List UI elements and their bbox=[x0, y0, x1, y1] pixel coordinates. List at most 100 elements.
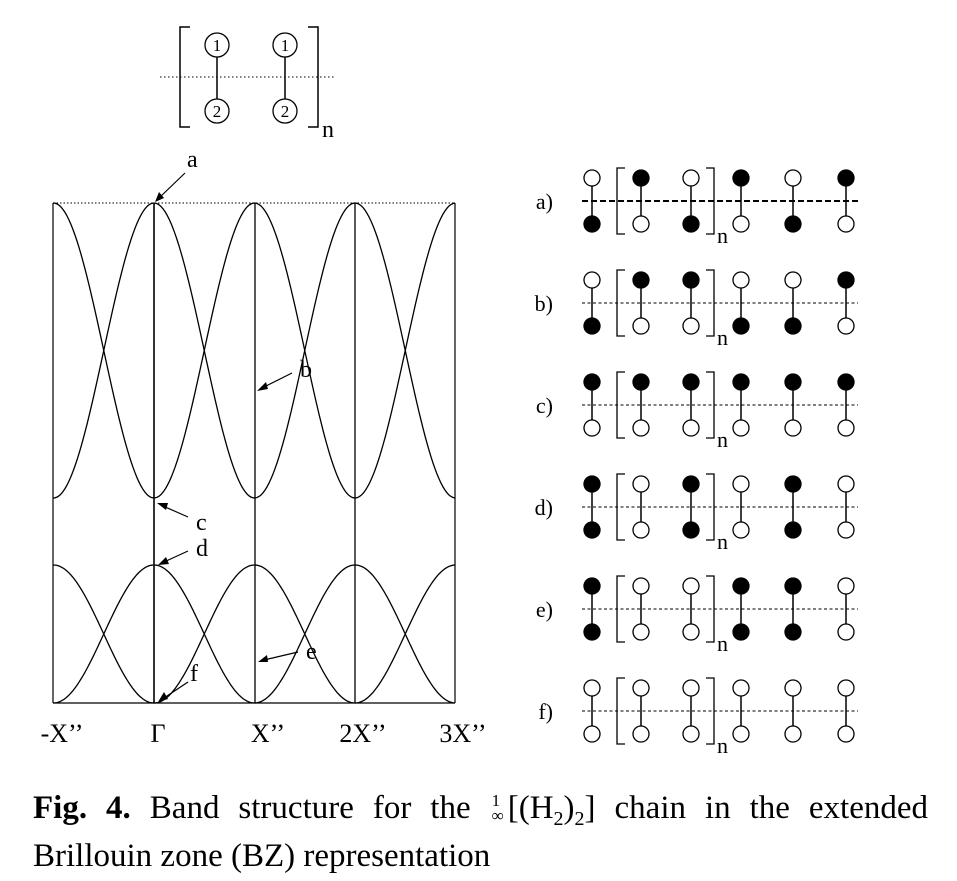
unit-cell-left-bracket bbox=[179, 26, 190, 128]
point-d-annotation: d bbox=[158, 536, 208, 565]
orbital-left-bracket bbox=[616, 473, 625, 541]
filled-orbital-lobe bbox=[583, 521, 601, 539]
filled-orbital-lobe bbox=[682, 271, 700, 289]
figure-canvas: 1 2 1 2 n -X’’ Γ X’’ 2X’’ 3X’’ a bbox=[41, 26, 858, 758]
orbital-subscript-n: n bbox=[717, 223, 728, 248]
orbital-left-bracket bbox=[616, 677, 625, 745]
open-orbital-lobe bbox=[632, 317, 650, 335]
orbital-row-label-a: a) bbox=[536, 189, 553, 214]
unit-cell-label-1-left: 1 bbox=[213, 36, 222, 55]
caption-formula-open: [(H bbox=[507, 790, 554, 826]
orbital-row-d: d) n bbox=[535, 473, 858, 554]
orbital-row-a: a) n bbox=[536, 167, 858, 248]
filled-orbital-lobe bbox=[732, 623, 750, 641]
orbital-right-bracket bbox=[706, 575, 715, 643]
orbital-row-e: e) n bbox=[536, 575, 858, 656]
open-orbital-lobe bbox=[837, 419, 855, 437]
open-orbital-lobe bbox=[682, 169, 700, 187]
point-a-annotation: a bbox=[155, 147, 198, 202]
filled-orbital-lobe bbox=[583, 475, 601, 493]
open-orbital-lobe bbox=[837, 317, 855, 335]
orbital-right-bracket bbox=[706, 269, 715, 337]
open-orbital-lobe bbox=[632, 475, 650, 493]
open-orbital-lobe bbox=[632, 725, 650, 743]
orbital-subscript-n: n bbox=[717, 631, 728, 656]
orbital-left-bracket bbox=[616, 371, 625, 439]
filled-orbital-lobe bbox=[732, 317, 750, 335]
open-orbital-lobe bbox=[632, 577, 650, 595]
orbital-subscript-n: n bbox=[717, 325, 728, 350]
filled-orbital-lobe bbox=[837, 169, 855, 187]
caption-formula-close: ] bbox=[584, 790, 596, 826]
filled-orbital-lobe bbox=[784, 373, 802, 391]
caption-frac-den: ∞ bbox=[491, 806, 504, 826]
orbital-diagrams: a)nb)nc)nd)ne)nf)n bbox=[535, 167, 858, 758]
orbital-row-label-d: d) bbox=[535, 495, 553, 520]
filled-orbital-lobe bbox=[732, 169, 750, 187]
open-orbital-lobe bbox=[682, 623, 700, 641]
x-tick-2x: 2X’’ bbox=[339, 719, 386, 748]
band-structure-plot: -X’’ Γ X’’ 2X’’ 3X’’ a b c d e bbox=[41, 147, 487, 748]
x-tick-gamma: Γ bbox=[150, 719, 165, 748]
filled-orbital-lobe bbox=[682, 373, 700, 391]
caption-formula-mid: ) bbox=[563, 790, 575, 826]
unit-cell-schematic: 1 2 1 2 n bbox=[160, 26, 335, 143]
orbital-row-label-e: e) bbox=[536, 597, 553, 622]
point-b-annotation: b bbox=[257, 357, 312, 391]
orbital-row-label-c: c) bbox=[536, 393, 553, 418]
open-orbital-lobe bbox=[784, 271, 802, 289]
point-label-e: e bbox=[306, 639, 317, 665]
filled-orbital-lobe bbox=[784, 475, 802, 493]
open-orbital-lobe bbox=[583, 169, 601, 187]
caption-fraction: 1∞ bbox=[491, 792, 504, 826]
open-orbital-lobe bbox=[784, 679, 802, 697]
open-orbital-lobe bbox=[682, 317, 700, 335]
open-orbital-lobe bbox=[632, 215, 650, 233]
filled-orbital-lobe bbox=[682, 475, 700, 493]
filled-orbital-lobe bbox=[732, 373, 750, 391]
orbital-subscript-n: n bbox=[717, 529, 728, 554]
open-orbital-lobe bbox=[583, 419, 601, 437]
caption-text-after: chain in the extended Brillouin zone (BZ… bbox=[33, 790, 929, 874]
open-orbital-lobe bbox=[732, 271, 750, 289]
unit-cell-atom-2-left bbox=[204, 98, 230, 124]
open-orbital-lobe bbox=[837, 725, 855, 743]
filled-orbital-lobe bbox=[784, 521, 802, 539]
point-label-f: f bbox=[190, 661, 198, 687]
upper-band-curve-2 bbox=[52, 202, 456, 499]
open-orbital-lobe bbox=[732, 521, 750, 539]
filled-orbital-lobe bbox=[583, 577, 601, 595]
open-orbital-lobe bbox=[784, 725, 802, 743]
caption-sub-2: 2 bbox=[574, 808, 585, 830]
point-f-annotation: f bbox=[158, 661, 198, 702]
point-label-b: b bbox=[300, 357, 312, 383]
open-orbital-lobe bbox=[784, 169, 802, 187]
open-orbital-lobe bbox=[837, 521, 855, 539]
caption-text-before: Band structure for the bbox=[130, 790, 490, 826]
unit-cell-right-bracket bbox=[308, 26, 319, 128]
figure-4: 1 2 1 2 n -X’’ Γ X’’ 2X’’ 3X’’ a bbox=[41, 26, 858, 758]
unit-cell-label-2-right: 2 bbox=[281, 102, 290, 121]
x-tick-3x: 3X’’ bbox=[439, 719, 486, 748]
upper-band-curve-1 bbox=[52, 202, 456, 499]
orbital-right-bracket bbox=[706, 677, 715, 745]
open-orbital-lobe bbox=[837, 623, 855, 641]
filled-orbital-lobe bbox=[784, 623, 802, 641]
orbital-subscript-n: n bbox=[717, 427, 728, 452]
open-orbital-lobe bbox=[682, 725, 700, 743]
figure-caption: Fig. 4. Band structure for the 1∞[(H2)2]… bbox=[33, 790, 928, 875]
filled-orbital-lobe bbox=[732, 577, 750, 595]
open-orbital-lobe bbox=[583, 271, 601, 289]
orbital-row-c: c) n bbox=[536, 371, 858, 452]
orbital-row-b: b)n bbox=[535, 269, 858, 350]
unit-cell-atom-2-right bbox=[272, 98, 298, 124]
orbital-left-bracket bbox=[616, 269, 625, 337]
open-orbital-lobe bbox=[837, 679, 855, 697]
point-e-annotation: e bbox=[258, 639, 317, 665]
open-orbital-lobe bbox=[732, 215, 750, 233]
unit-cell-subscript-n: n bbox=[322, 117, 334, 143]
orbital-subscript-n: n bbox=[717, 733, 728, 758]
open-orbital-lobe bbox=[583, 725, 601, 743]
point-label-d: d bbox=[196, 536, 208, 562]
open-orbital-lobe bbox=[732, 419, 750, 437]
